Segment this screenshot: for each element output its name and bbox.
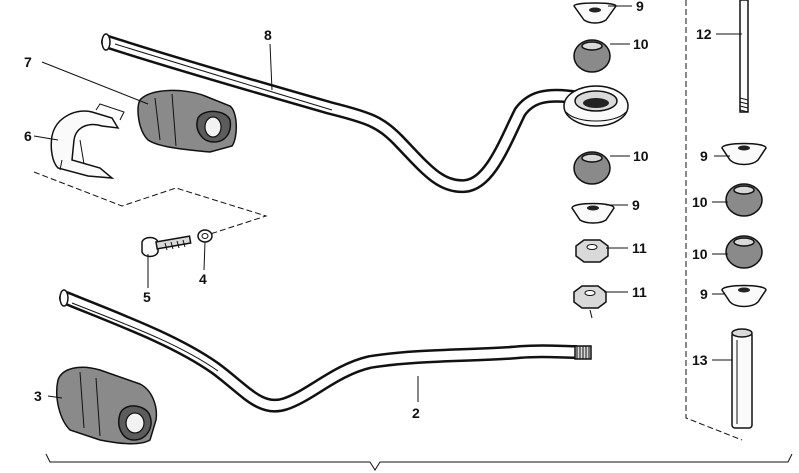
center-stack xyxy=(571,2,617,319)
callout-7: 7 xyxy=(24,54,32,70)
stabilizer-bar-lower xyxy=(59,289,592,413)
callout-9-top: 9 xyxy=(636,0,644,14)
callout-10-r2: 10 xyxy=(692,246,708,262)
washer xyxy=(197,229,213,243)
callout-5: 5 xyxy=(143,289,151,305)
callout-6: 6 xyxy=(24,128,32,144)
callout-10-b: 10 xyxy=(633,148,649,164)
callout-11-b: 11 xyxy=(632,284,647,300)
callout-9-mid: 9 xyxy=(632,197,640,213)
callout-2: 2 xyxy=(412,405,420,421)
callout-11-a: 11 xyxy=(632,240,647,256)
assembly-brace xyxy=(45,453,793,471)
rubber-mount-lower xyxy=(56,366,158,445)
callout-9-r2: 9 xyxy=(700,286,708,302)
leader-lines xyxy=(33,5,742,402)
stabilizer-bar-upper xyxy=(101,33,587,194)
right-stack xyxy=(685,0,767,441)
callout-12: 12 xyxy=(696,26,712,42)
bar-eye-mount xyxy=(563,85,629,127)
callout-4: 4 xyxy=(199,271,207,287)
assembly-outline-upper xyxy=(33,171,268,237)
callout-3: 3 xyxy=(34,388,42,404)
mounting-bracket xyxy=(50,103,125,179)
callout-8: 8 xyxy=(264,27,272,43)
callout-13: 13 xyxy=(692,352,708,368)
bolt xyxy=(141,235,192,258)
callout-10-a: 10 xyxy=(633,36,649,52)
rubber-mount-upper xyxy=(137,89,237,153)
callout-10-r1: 10 xyxy=(692,194,708,210)
callout-9-r1: 9 xyxy=(700,148,708,164)
